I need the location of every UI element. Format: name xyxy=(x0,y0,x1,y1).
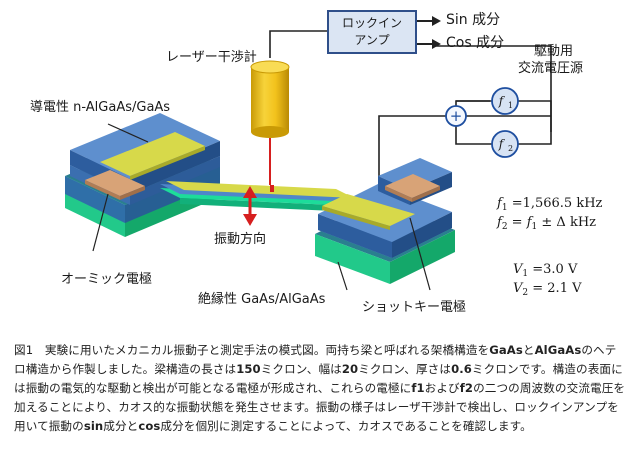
laser-interferometer-label: レーザー干渉計 xyxy=(166,50,257,65)
drive-source-wiring xyxy=(378,100,552,188)
source-f2-subscript: 2 xyxy=(508,144,513,153)
right-ohmic-pad xyxy=(385,174,440,198)
left-anchor-block xyxy=(65,113,220,237)
device-schematic: + f 1 f 2 xyxy=(30,10,603,315)
formula-f1-value: =1,566.5 kHz xyxy=(511,196,603,211)
ohmic-electrode-label: オーミック電極 xyxy=(61,272,153,287)
lockin-amplifier-box: ロックイン アンプ xyxy=(327,10,417,54)
lockin-label-line1: ロックイン xyxy=(341,16,402,30)
drive-source-label-line2: 交流電圧源 xyxy=(518,61,584,76)
sin-output-label: Sin 成分 xyxy=(446,12,501,28)
output-arrows xyxy=(417,16,441,49)
vibration-arrow-icon xyxy=(243,186,257,226)
left-ohmic-pad xyxy=(85,170,145,196)
formula-f2: f2 = f1 ± Δ kHz xyxy=(497,215,597,232)
conductive-layer-label: 導電性 n-AlGaAs/GaAs xyxy=(30,100,171,115)
source-f2-symbol: f xyxy=(498,137,506,151)
schematic-drawing: + f 1 f 2 xyxy=(65,16,552,291)
sum-node-plus: + xyxy=(450,107,463,125)
formula-f1: f1 =1,566.5 kHz xyxy=(497,196,603,213)
vibration-direction-label: 振動方向 xyxy=(214,232,267,247)
schottky-electrode-label: ショットキー電極 xyxy=(362,300,467,315)
source-f1-icon xyxy=(491,87,519,115)
lockin-label-line2: アンプ xyxy=(354,33,390,47)
figure-caption: 図1 実験に用いたメカニカル振動子と測定手法の模式図。両持ち梁と呼ばれる架橋構造… xyxy=(14,343,626,433)
formula-f2-value: ± Δ kHz xyxy=(541,215,597,230)
right-anchor-block xyxy=(315,158,455,284)
leader-lines xyxy=(92,123,431,291)
formula-v2: V2 = 2.1 V xyxy=(513,281,582,298)
insulating-layer-label: 絶縁性 GaAs/AlGaAs xyxy=(198,292,326,307)
laser-head-icon xyxy=(250,60,290,138)
formula-v1-value: =3.0 V xyxy=(532,262,578,277)
formula-v2-value: = 2.1 V xyxy=(532,281,582,296)
formula-v1: V1 =3.0 V xyxy=(513,262,578,279)
suspended-beam xyxy=(160,181,356,212)
schottky-pad xyxy=(322,194,415,226)
drive-source-label-line1: 駆動用 xyxy=(534,44,574,59)
source-f1-subscript: 1 xyxy=(508,101,513,110)
cos-output-label: Cos 成分 xyxy=(446,35,505,51)
caption-figure-number: 図1 xyxy=(14,343,34,357)
source-f2-icon xyxy=(491,130,519,158)
source-f1-symbol: f xyxy=(498,94,506,108)
sum-node-icon xyxy=(445,105,467,127)
